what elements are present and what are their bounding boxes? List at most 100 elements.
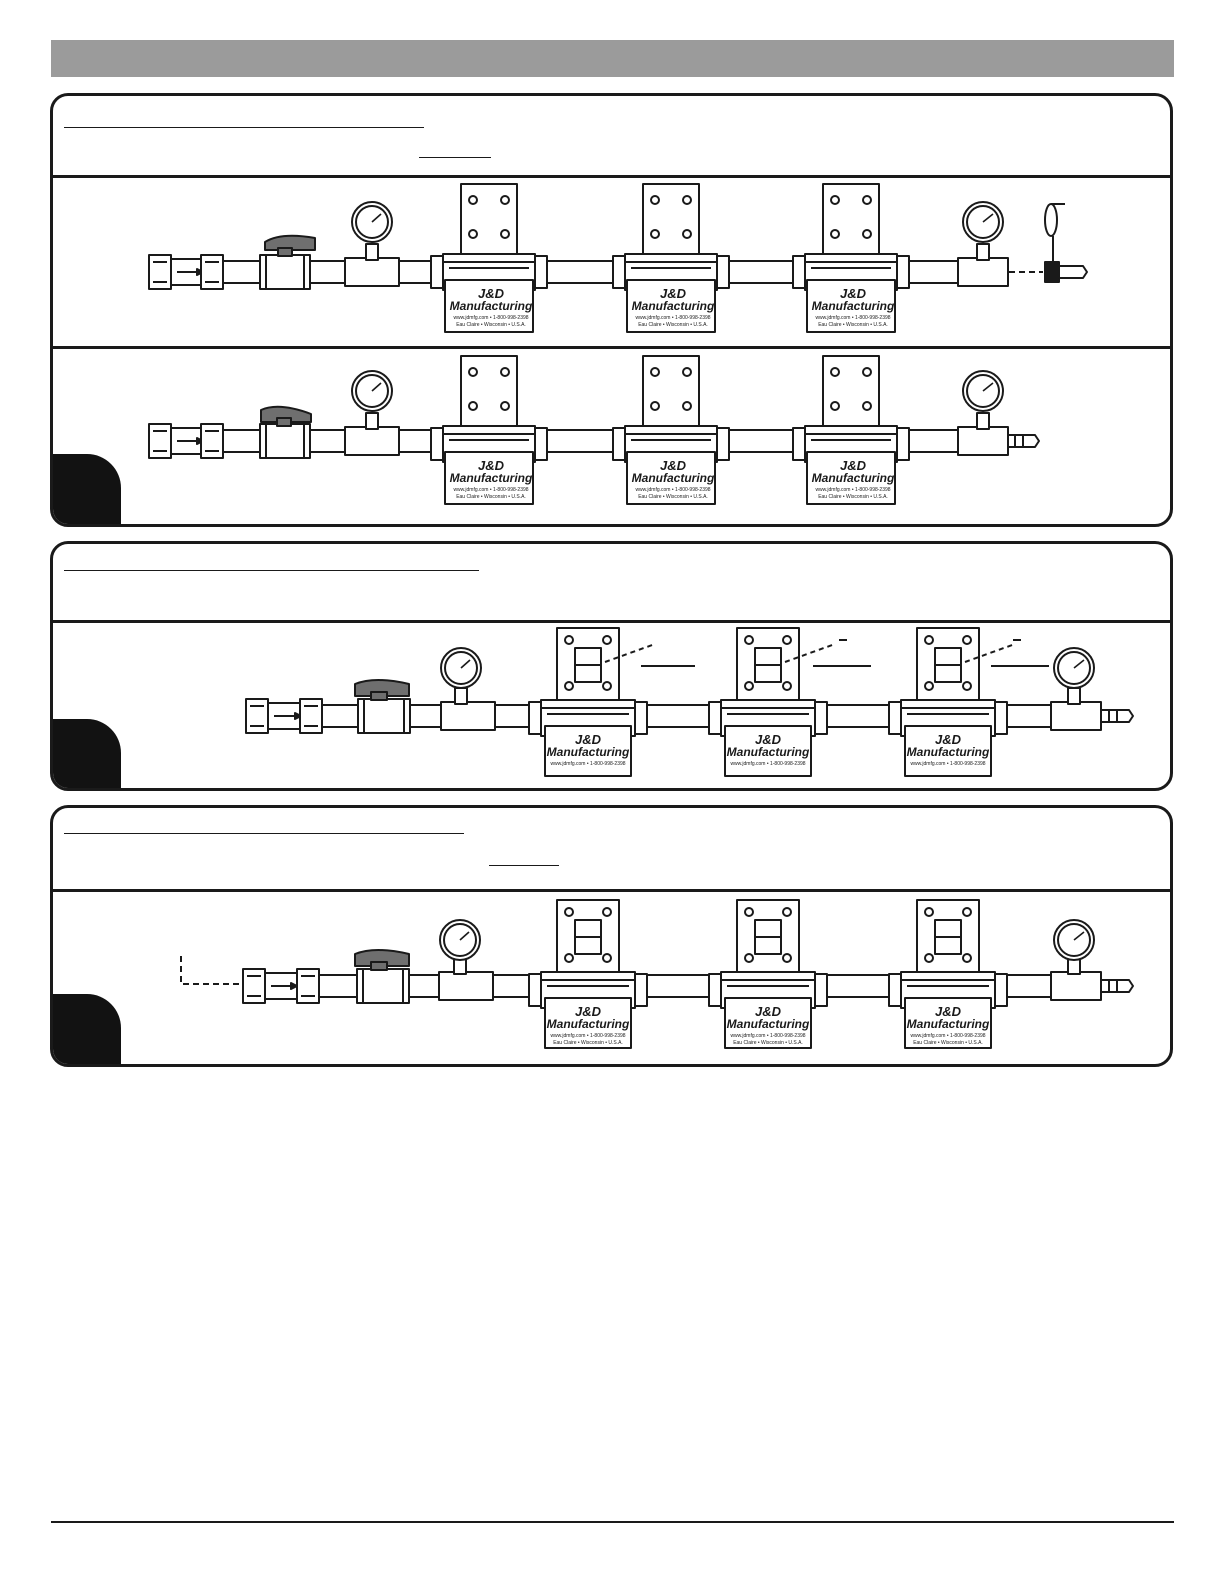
panel-assembly: J&D Manufacturing www.jdmfg.com • 1-800-… [50,93,1173,527]
filter-housing-icon [528,899,648,1049]
filter-housing-icon [888,899,1008,1049]
row-divider [53,346,1170,349]
inlet-coupler-icon [148,254,224,290]
brand-logo-line2: Manufacturing [547,745,630,759]
brand-logo-line2: Manufacturing [812,471,895,485]
brand-logo-line2: Manufacturing [812,299,895,313]
brand-logo-line1: J&D [755,1004,782,1019]
brand-location: Eau Claire • Wisconsin • U.S.A. [733,1040,803,1046]
brand-contact: www.jdmfg.com • 1-800-998-2398 [910,1033,985,1039]
heading-rule [64,833,464,834]
ball-valve-icon [354,679,411,734]
filter-housing-icon [430,183,548,333]
connect-supply-diagram: J&D Manufacturing www.jdmfg.com • 1-800-… [180,899,1134,1049]
filter-housing-icon [888,627,1008,777]
panel-filter-install-header [53,544,1170,623]
brand-contact: www.jdmfg.com • 1-800-998-2398 [550,761,625,767]
brand-logo-line1: J&D [575,732,602,747]
brand-location: Eau Claire • Wisconsin • U.S.A. [638,322,708,328]
brand-logo-line1: J&D [840,458,867,473]
brand-contact: www.jdmfg.com • 1-800-998-2398 [635,487,710,493]
section-header-bar [51,40,1174,77]
pressure-gauge-icon [957,370,1009,456]
brand-logo-line1: J&D [755,732,782,747]
brand-logo-line2: Manufacturing [907,1017,990,1031]
pressure-gauge-icon [957,201,1009,287]
step-badge [53,454,121,524]
step-badge [53,719,121,788]
brand-logo-line2: Manufacturing [727,745,810,759]
brand-location: Eau Claire • Wisconsin • U.S.A. [818,322,888,328]
heading-rule [64,127,424,128]
supply-line [180,956,239,985]
panel-assembly-header [53,96,1170,178]
pressure-gauge-icon [344,201,400,287]
pressure-gauge-icon [440,647,496,731]
brand-logo-line1: J&D [935,732,962,747]
brand-contact: www.jdmfg.com • 1-800-998-2398 [815,315,890,321]
panel-filter-install: J&D Manufacturing www.jdmfg.com • 1-800-… [50,541,1173,791]
inlet-coupler-icon [245,698,323,734]
brand-location: Eau Claire • Wisconsin • U.S.A. [913,1040,983,1046]
filter-housing-icon [612,183,730,333]
brand-logo-line1: J&D [840,286,867,301]
hose-barb-icon [1100,709,1134,723]
inlet-coupler-icon [242,968,320,1004]
footer-rule [51,1521,1174,1523]
brand-contact: www.jdmfg.com • 1-800-998-2398 [635,315,710,321]
brand-location: Eau Claire • Wisconsin • U.S.A. [456,322,526,328]
emphasis-rule [489,865,559,866]
brand-logo-line1: J&D [478,458,505,473]
brand-contact: www.jdmfg.com • 1-800-998-2398 [815,487,890,493]
filter-housing-icon [792,355,910,505]
filter-housing-icon [708,899,828,1049]
assembly-diagram-row-1: J&D Manufacturing www.jdmfg.com • 1-800-… [148,183,1088,333]
step-badge [53,994,121,1064]
brand-logo-line1: J&D [935,1004,962,1019]
thread-tape-icon [1044,203,1065,262]
brand-logo-line1: J&D [478,286,505,301]
filter-housing-icon [612,355,730,505]
brand-location: Eau Claire • Wisconsin • U.S.A. [553,1040,623,1046]
brand-logo-line1: J&D [660,286,687,301]
brand-contact: www.jdmfg.com • 1-800-998-2398 [550,1033,625,1039]
inlet-coupler-icon [148,423,224,459]
brand-contact: www.jdmfg.com • 1-800-998-2398 [730,761,805,767]
pressure-gauge-icon [344,370,400,456]
callout-leader [604,639,1049,667]
heading-rule [64,570,479,571]
brand-logo-line2: Manufacturing [632,299,715,313]
brand-contact: www.jdmfg.com • 1-800-998-2398 [730,1033,805,1039]
brand-contact: www.jdmfg.com • 1-800-998-2398 [910,761,985,767]
panel-connect-supply: J&D Manufacturing www.jdmfg.com • 1-800-… [50,805,1173,1067]
filter-housing-icon [528,627,648,777]
assembly-diagram-row-2: J&D Manufacturing www.jdmfg.com • 1-800-… [148,355,1040,505]
hose-barb-icon [1007,434,1040,448]
filter-housing-icon [430,355,548,505]
pressure-gauge-icon [438,919,494,1001]
hose-barb-icon [1100,979,1134,993]
filter-housing-icon [792,183,910,333]
brand-location: Eau Claire • Wisconsin • U.S.A. [638,494,708,500]
pressure-gauge-icon [1050,919,1102,1001]
brand-logo-line2: Manufacturing [450,471,533,485]
brand-logo-line2: Manufacturing [547,1017,630,1031]
brand-logo-line2: Manufacturing [632,471,715,485]
brand-logo-line2: Manufacturing [727,1017,810,1031]
brand-logo-line1: J&D [660,458,687,473]
hose-barb-icon [1044,261,1088,283]
filter-install-diagram: J&D Manufacturing www.jdmfg.com • 1-800-… [245,627,1134,777]
brand-location: Eau Claire • Wisconsin • U.S.A. [818,494,888,500]
panel-connect-supply-header [53,808,1170,892]
ball-valve-icon [354,949,410,1004]
brand-logo-line1: J&D [575,1004,602,1019]
pressure-gauge-icon [1050,647,1102,731]
brand-location: Eau Claire • Wisconsin • U.S.A. [456,494,526,500]
brand-logo-line2: Manufacturing [907,745,990,759]
brand-contact: www.jdmfg.com • 1-800-998-2398 [453,315,528,321]
brand-contact: www.jdmfg.com • 1-800-998-2398 [453,487,528,493]
brand-logo-line2: Manufacturing [450,299,533,313]
filter-housing-icon [708,627,828,777]
ball-valve-icon [259,405,312,459]
emphasis-rule [419,157,491,158]
